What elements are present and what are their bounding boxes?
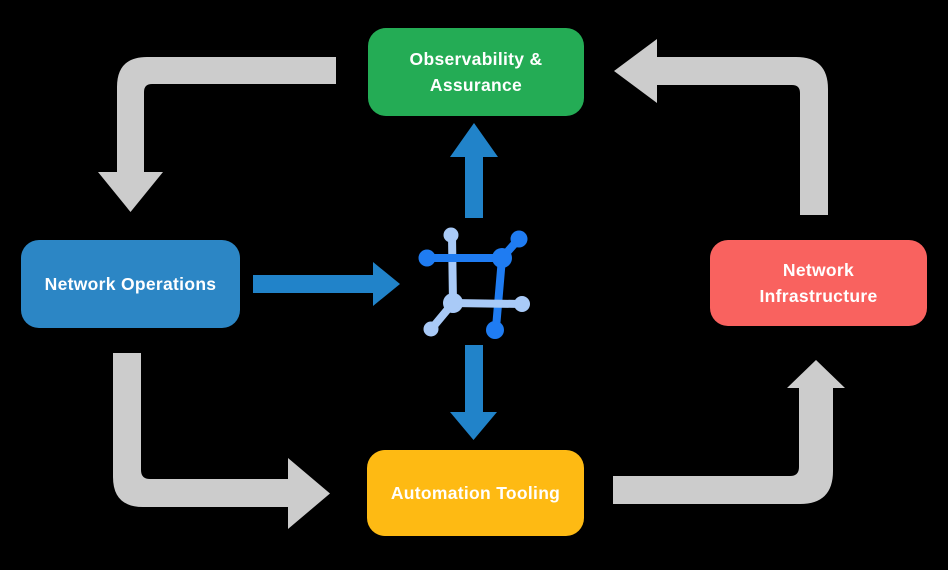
arrow-observability-to-operations <box>98 57 336 212</box>
node-label: Automation Tooling <box>390 482 561 503</box>
arrow-operations-to-automation <box>113 353 330 529</box>
arrow-icon-to-observability <box>450 123 498 218</box>
node-network-operations: Network Operations <box>21 240 240 328</box>
node-label: Observability & Assurance <box>409 48 543 95</box>
arrow-operations-to-icon <box>253 262 400 306</box>
network-mesh-icon <box>418 227 530 339</box>
node-label: Network Operations <box>44 273 217 294</box>
node-label: Network Infrastructure <box>759 259 878 306</box>
arrow-icon-to-automation <box>450 345 497 440</box>
node-network-infrastructure: Network Infrastructure <box>710 240 927 326</box>
node-automation-tooling: Automation Tooling <box>367 450 584 536</box>
node-observability-assurance: Observability & Assurance <box>368 28 584 116</box>
arrow-infrastructure-to-observability <box>614 39 828 215</box>
arrow-automation-to-infrastructure <box>613 360 845 504</box>
